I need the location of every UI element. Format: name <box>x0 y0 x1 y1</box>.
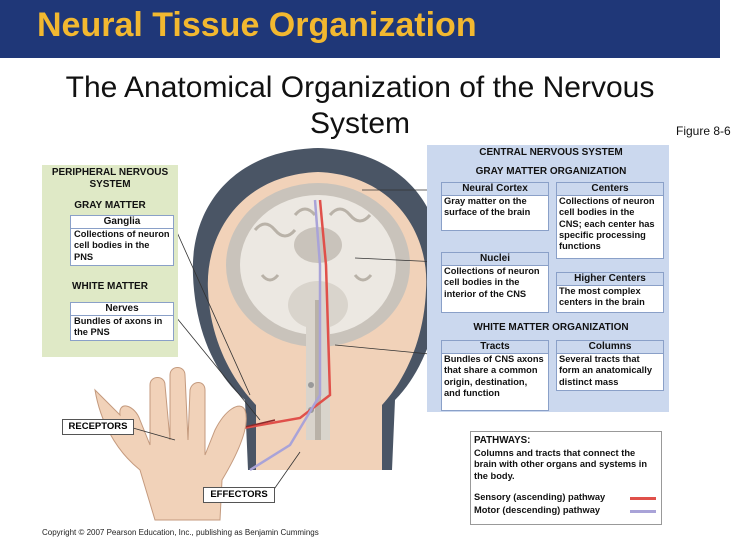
tracts-text: Bundles of CNS axons that share a common… <box>444 354 544 398</box>
pathways-header: PATHWAYS: <box>474 435 531 446</box>
neural-cortex-title: Neural Cortex <box>441 182 549 196</box>
pns-header: PERIPHERAL NERVOUS SYSTEM <box>51 167 169 190</box>
nerves-box <box>70 315 174 341</box>
pns-white-matter: WHITE MATTER <box>72 281 148 292</box>
centers-title: Centers <box>556 182 664 196</box>
higher-centers-text: The most complex centers in the brain <box>559 286 645 308</box>
centers-box <box>556 195 664 259</box>
figure-reference: Figure 8-6 <box>676 124 731 138</box>
pathways-legend <box>470 431 662 525</box>
slide-title: Neural Tissue Organization <box>37 6 477 44</box>
sensory-pathway-swatch <box>630 497 656 500</box>
title-bar <box>0 0 720 58</box>
nuclei-box <box>441 265 549 313</box>
receptors-label: RECEPTORS <box>62 419 134 435</box>
gray-matter-organization: GRAY MATTER ORGANIZATION <box>475 166 627 177</box>
tracts-title: Tracts <box>441 340 549 354</box>
columns-text: Several tracts that form an anatomically… <box>559 354 652 387</box>
centers-text: Collections of neuron cell bodies in the… <box>559 196 655 252</box>
columns-title: Columns <box>556 340 664 354</box>
nuclei-text: Collections of neuron cell bodies in the… <box>444 266 540 299</box>
slide-subtitle: The Anatomical Organization of the Nervo… <box>65 71 655 140</box>
higher-centers-box <box>556 285 664 313</box>
leader-lines <box>132 189 441 496</box>
ganglia-title: Ganglia <box>70 215 174 229</box>
pns-gray-matter: GRAY MATTER <box>74 200 146 211</box>
nuclei-title: Nuclei <box>441 252 549 266</box>
hand-illustration <box>94 367 247 521</box>
ganglia-box <box>70 228 174 266</box>
nerves-title: Nerves <box>70 302 174 316</box>
cns-header: CENTRAL NERVOUS SYSTEM <box>479 147 623 158</box>
tracts-box <box>441 353 549 411</box>
neural-cortex-box <box>441 195 549 231</box>
head-illustration <box>192 148 443 470</box>
ganglia-text: Collections of neuron cell bodies in the… <box>74 229 170 262</box>
motor-pathway-swatch <box>630 510 656 513</box>
effectors-label: EFFECTORS <box>203 487 275 503</box>
higher-centers-title: Higher Centers <box>556 272 664 286</box>
sensory-pathway-label: Sensory (ascending) pathway <box>474 492 606 502</box>
motor-pathway-label: Motor (descending) pathway <box>474 505 601 515</box>
copyright-notice: Copyright © 2007 Pearson Education, Inc.… <box>42 528 319 537</box>
nerves-text: Bundles of axons in the PNS <box>74 316 163 338</box>
pathways-text: Columns and tracts that connect the brai… <box>474 448 648 481</box>
white-matter-organization: WHITE MATTER ORGANIZATION <box>473 322 629 333</box>
neural-cortex-text: Gray matter on the surface of the brain <box>444 196 531 218</box>
columns-box <box>556 353 664 391</box>
